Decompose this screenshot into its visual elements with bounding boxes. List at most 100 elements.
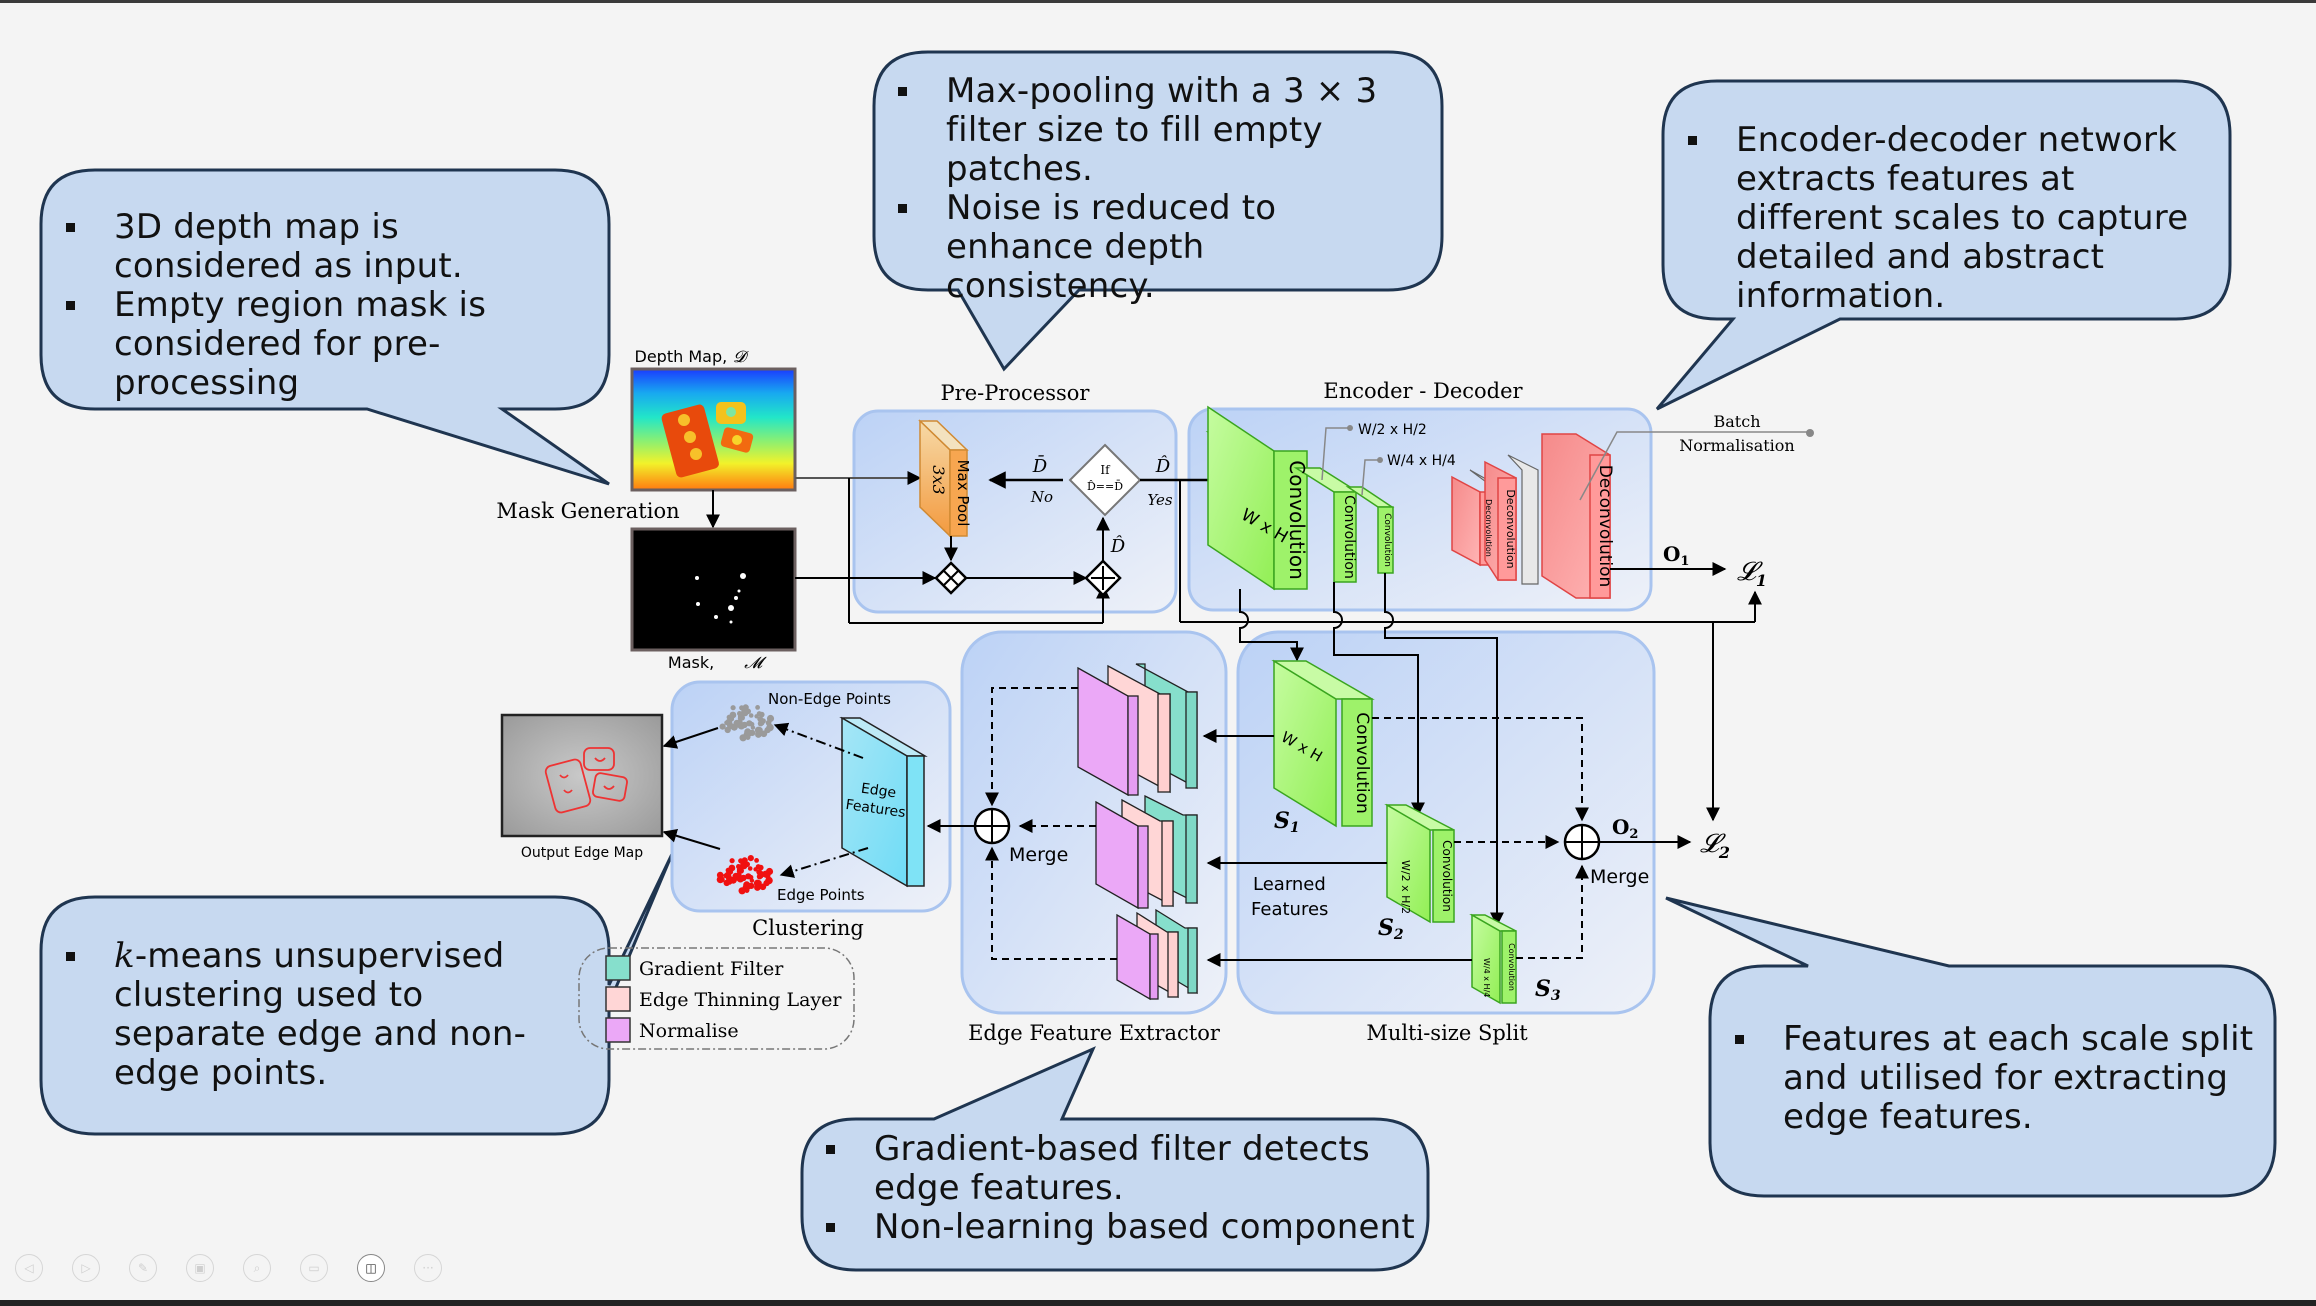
k-italic: k (114, 936, 135, 976)
conv-block-1 (1205, 405, 1309, 591)
pen-icon[interactable]: ✎ (129, 1254, 157, 1282)
s1-conv-label: Convolution (1352, 712, 1372, 814)
subtitles-icon[interactable]: ▭ (300, 1254, 328, 1282)
multiply-operator (934, 561, 968, 595)
bottom-border (0, 1300, 2316, 1306)
maxpool-block (918, 419, 969, 538)
callout-preprocess (872, 50, 1444, 372)
leader-dot (1806, 429, 1814, 437)
add-operator (1084, 559, 1122, 597)
cluster-point (744, 888, 750, 893)
legend-label: Normalise (639, 1020, 739, 1042)
conv-label-2: Convolution (1341, 495, 1357, 579)
arrow-edge-to-output (662, 828, 721, 850)
callout-bullet: Features at each scale split and utilise… (1735, 1020, 2255, 1137)
s3-label: S3 (1535, 976, 1561, 1004)
non-edge-points-cluster (719, 704, 775, 742)
s2-conv-label: Convolution (1440, 840, 1454, 912)
zoom-icon[interactable]: ⌕ (243, 1254, 271, 1282)
s2-label: S2 (1378, 915, 1404, 943)
mask-generation-label: Mask Generation (496, 499, 679, 523)
cluster-point (765, 727, 771, 734)
edge-features-block (839, 716, 928, 888)
cluster-point (716, 876, 724, 884)
leader-dot (1377, 457, 1383, 463)
decision-condition: D̂==D̄ (1087, 480, 1123, 493)
slides-icon[interactable]: ▣ (186, 1254, 214, 1282)
cluster-point (757, 872, 764, 879)
callout-encoder (1655, 79, 2232, 411)
deconv-label-2: Deconvolution (1504, 489, 1517, 568)
cluster-point (740, 874, 747, 882)
multisize-split-title: Multi-size Split (1366, 1021, 1528, 1045)
batchnorm-label-1: Batch (1714, 412, 1761, 431)
output-edge-map-image (500, 713, 664, 838)
dhat-feedback-label: D̂ (1110, 535, 1126, 557)
filter-stack-1 (1077, 663, 1198, 797)
dashed-connector (985, 846, 1117, 960)
callout-bullet: Max-pooling with a 3 × 3 filter size to … (898, 72, 1418, 189)
cluster-point (738, 887, 746, 895)
callout-bullet: Gradient-based filter detects edge featu… (826, 1130, 1416, 1208)
camera-icon[interactable]: ◫ (357, 1254, 385, 1282)
merge-label-2: Merge (1590, 866, 1649, 888)
s3-dims-label: W/4 x H/4 (1482, 958, 1491, 997)
cluster-point (728, 723, 735, 730)
conv-block-3 (1345, 486, 1395, 574)
dashed-connector (985, 687, 1078, 807)
callout-bullet: 3D depth map is considered as input. (66, 208, 596, 286)
cluster-point (736, 868, 743, 874)
o1-label: O1 (1663, 542, 1689, 569)
cluster-point (739, 705, 745, 711)
top-border (0, 0, 2316, 3)
connector-line (1333, 582, 1425, 817)
output-edge-map-label: Output Edge Map (521, 845, 643, 861)
non-edge-points-label: Non-Edge Points (768, 690, 891, 708)
callout-bullet: Encoder-decoder network extracts feature… (1688, 121, 2208, 316)
loss-l2: 𝓛2 (1700, 829, 1730, 862)
cluster-point (744, 728, 752, 736)
connector-line (1239, 589, 1304, 662)
encoder-decoder-title: Encoder - Decoder (1323, 379, 1523, 403)
dashdot-arrow-edge (779, 847, 869, 878)
callout-bullet: Noise is reduced to enhance depth consis… (898, 189, 1418, 306)
callout-clustering (39, 853, 674, 1136)
cluster-point (757, 864, 764, 871)
merge-operator-2 (1563, 823, 1601, 861)
s1-label: S1 (1274, 808, 1300, 836)
merge-operator-1 (973, 807, 1011, 845)
cluster-point (745, 735, 751, 740)
previous-icon[interactable]: ◁ (15, 1254, 43, 1282)
next-icon[interactable]: ▷ (72, 1254, 100, 1282)
cluster-point (719, 723, 726, 730)
batchnorm-leader (1579, 431, 1808, 501)
s2-dims-label: W/2 x H/2 (1399, 860, 1412, 914)
cluster-point (747, 866, 753, 871)
callout-bullet-text: -means unsupervised clustering used to s… (114, 936, 527, 1093)
yes-label: Yes (1147, 491, 1172, 509)
callout-edge-extractor-text: Gradient-based filter detects edge featu… (826, 1130, 1416, 1247)
edge-feature-extractor-title: Edge Feature Extractor (968, 1021, 1221, 1045)
arrow-non-edge-to-output (662, 727, 719, 749)
more-icon[interactable]: ··· (414, 1254, 442, 1282)
cluster-point (756, 880, 762, 886)
callout-encoder-text: Encoder-decoder network extracts feature… (1688, 121, 2208, 316)
legend-swatch (605, 955, 631, 981)
cluster-point (754, 884, 761, 891)
cluster-point (737, 715, 744, 721)
cluster-point (754, 714, 759, 719)
cluster-point (753, 867, 758, 872)
cluster-point (764, 880, 770, 887)
w4h4-label: W/4 x H/4 (1387, 453, 1456, 469)
cluster-point (754, 858, 759, 863)
cluster-point (757, 727, 763, 733)
cluster-point (758, 719, 765, 726)
mask-label: Mask,𝓜 (668, 653, 767, 672)
callout-leader (1321, 427, 1348, 481)
cluster-point (738, 858, 744, 864)
edge-points-cluster (716, 855, 774, 895)
decision-if-label: If (1100, 463, 1111, 477)
callout-input (39, 168, 611, 486)
callout-multisplit (1665, 896, 2277, 1198)
